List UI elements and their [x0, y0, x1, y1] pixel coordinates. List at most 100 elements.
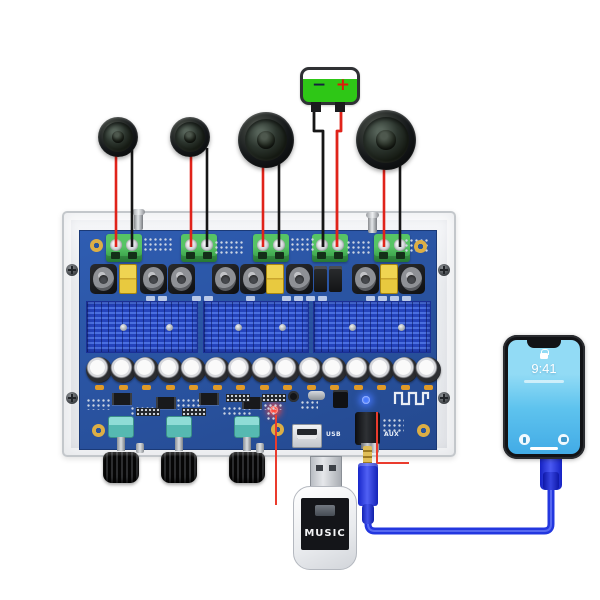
solder-pads	[214, 240, 244, 254]
speaker-terminal	[106, 234, 142, 262]
silkscreen-mark	[402, 296, 411, 301]
case-standoff	[366, 212, 379, 233]
terminal-screw	[110, 239, 122, 251]
case-standoff	[132, 209, 145, 230]
terminal-screw	[201, 239, 213, 251]
aux-jack	[355, 412, 380, 449]
phone-notch	[527, 340, 561, 348]
silkscreen-mark	[390, 296, 399, 301]
power-terminal	[312, 234, 348, 262]
usb-drive-label-text: MUSIC	[304, 528, 346, 539]
terminal-screw	[273, 239, 285, 251]
diode	[314, 266, 327, 292]
speaker	[238, 112, 294, 168]
solder-pads	[300, 400, 318, 410]
mounting-hole	[417, 424, 430, 437]
volume-knob	[229, 452, 265, 483]
silkscreen-mark	[146, 296, 155, 301]
resistor-network	[226, 394, 250, 402]
silkscreen-mark	[246, 296, 255, 301]
potentiometer	[108, 416, 134, 451]
phone-clock: 9:41	[531, 361, 557, 376]
flashlight-icon	[519, 434, 530, 445]
electrolytic-capacitor	[133, 357, 159, 390]
smartphone: 9:41	[503, 335, 585, 459]
film-capacitor	[266, 264, 284, 294]
electrolytic-capacitor	[227, 357, 253, 390]
phone-lock-screen: 9:41	[508, 340, 580, 454]
electrolytic-capacitor	[251, 357, 277, 390]
electrolytic-capacitor	[204, 357, 230, 390]
potentiometer	[234, 416, 260, 451]
ic-chip	[112, 393, 132, 405]
solder-pads	[382, 418, 404, 432]
inductor	[90, 264, 117, 294]
solder-pads	[222, 406, 252, 416]
battery-minus-label: −	[312, 75, 327, 95]
terminal-screw	[316, 239, 328, 251]
terminal-slot	[186, 252, 195, 259]
aux-plug-strain-relief	[362, 504, 374, 524]
terminal-slot	[275, 252, 284, 259]
volume-knob	[161, 452, 197, 483]
trimpot	[288, 391, 299, 402]
mounting-hole	[92, 424, 105, 437]
electrolytic-capacitor	[368, 357, 394, 390]
terminal-slot	[379, 252, 388, 259]
heatsink	[313, 301, 431, 353]
inductor	[140, 264, 167, 294]
case-screw	[66, 264, 78, 276]
terminal-slot	[258, 252, 267, 259]
case-post	[256, 443, 264, 453]
crystal-oscillator	[308, 391, 325, 400]
electrolytic-capacitor	[392, 357, 418, 390]
case-screw	[438, 392, 450, 404]
electrolytic-capacitor	[157, 357, 183, 390]
silkscreen-mark	[294, 296, 303, 301]
electrolytic-capacitor	[274, 357, 300, 390]
solder-pads	[86, 398, 112, 410]
mounting-hole	[90, 239, 103, 252]
mounting-hole	[414, 240, 427, 253]
speaker	[170, 117, 210, 157]
silkscreen-mark	[378, 296, 387, 301]
terminal-screw	[378, 239, 390, 251]
aux-plug-tip	[363, 446, 372, 466]
electrolytic-capacitor	[298, 357, 324, 390]
solder-pads	[176, 398, 202, 410]
usb-port-label: USB	[326, 431, 341, 438]
speaker	[98, 117, 138, 157]
terminal-slot	[128, 252, 137, 259]
terminal-screw	[126, 239, 138, 251]
electrolytic-capacitor	[180, 357, 206, 390]
heatsink	[203, 301, 309, 353]
terminal-slot	[317, 252, 326, 259]
usb-drive-label: MUSIC	[301, 498, 349, 550]
aux-port-label: AUX	[384, 431, 400, 438]
terminal-slot	[396, 252, 405, 259]
terminal-screw	[185, 239, 197, 251]
battery-plus-label: +	[335, 75, 350, 95]
solder-pads	[290, 237, 314, 253]
camera-icon	[558, 434, 569, 445]
electrolytic-capacitor	[110, 357, 136, 390]
bluetooth-antenna-icon	[393, 391, 430, 406]
terminal-slot	[111, 252, 120, 259]
terminal-screw	[257, 239, 269, 251]
phone-date-text	[524, 380, 564, 383]
home-indicator	[530, 447, 558, 450]
solder-pads	[143, 237, 173, 253]
case-screw	[438, 264, 450, 276]
silkscreen-mark	[318, 296, 327, 301]
electrolytic-capacitor	[345, 357, 371, 390]
silkscreen-mark	[306, 296, 315, 301]
smd-capacitor	[333, 390, 348, 408]
solder-pads	[346, 240, 372, 254]
lock-icon	[540, 349, 549, 359]
inductor	[398, 264, 425, 294]
ic-chip	[156, 397, 176, 409]
film-capacitor	[119, 264, 137, 294]
volume-knob	[103, 452, 139, 483]
